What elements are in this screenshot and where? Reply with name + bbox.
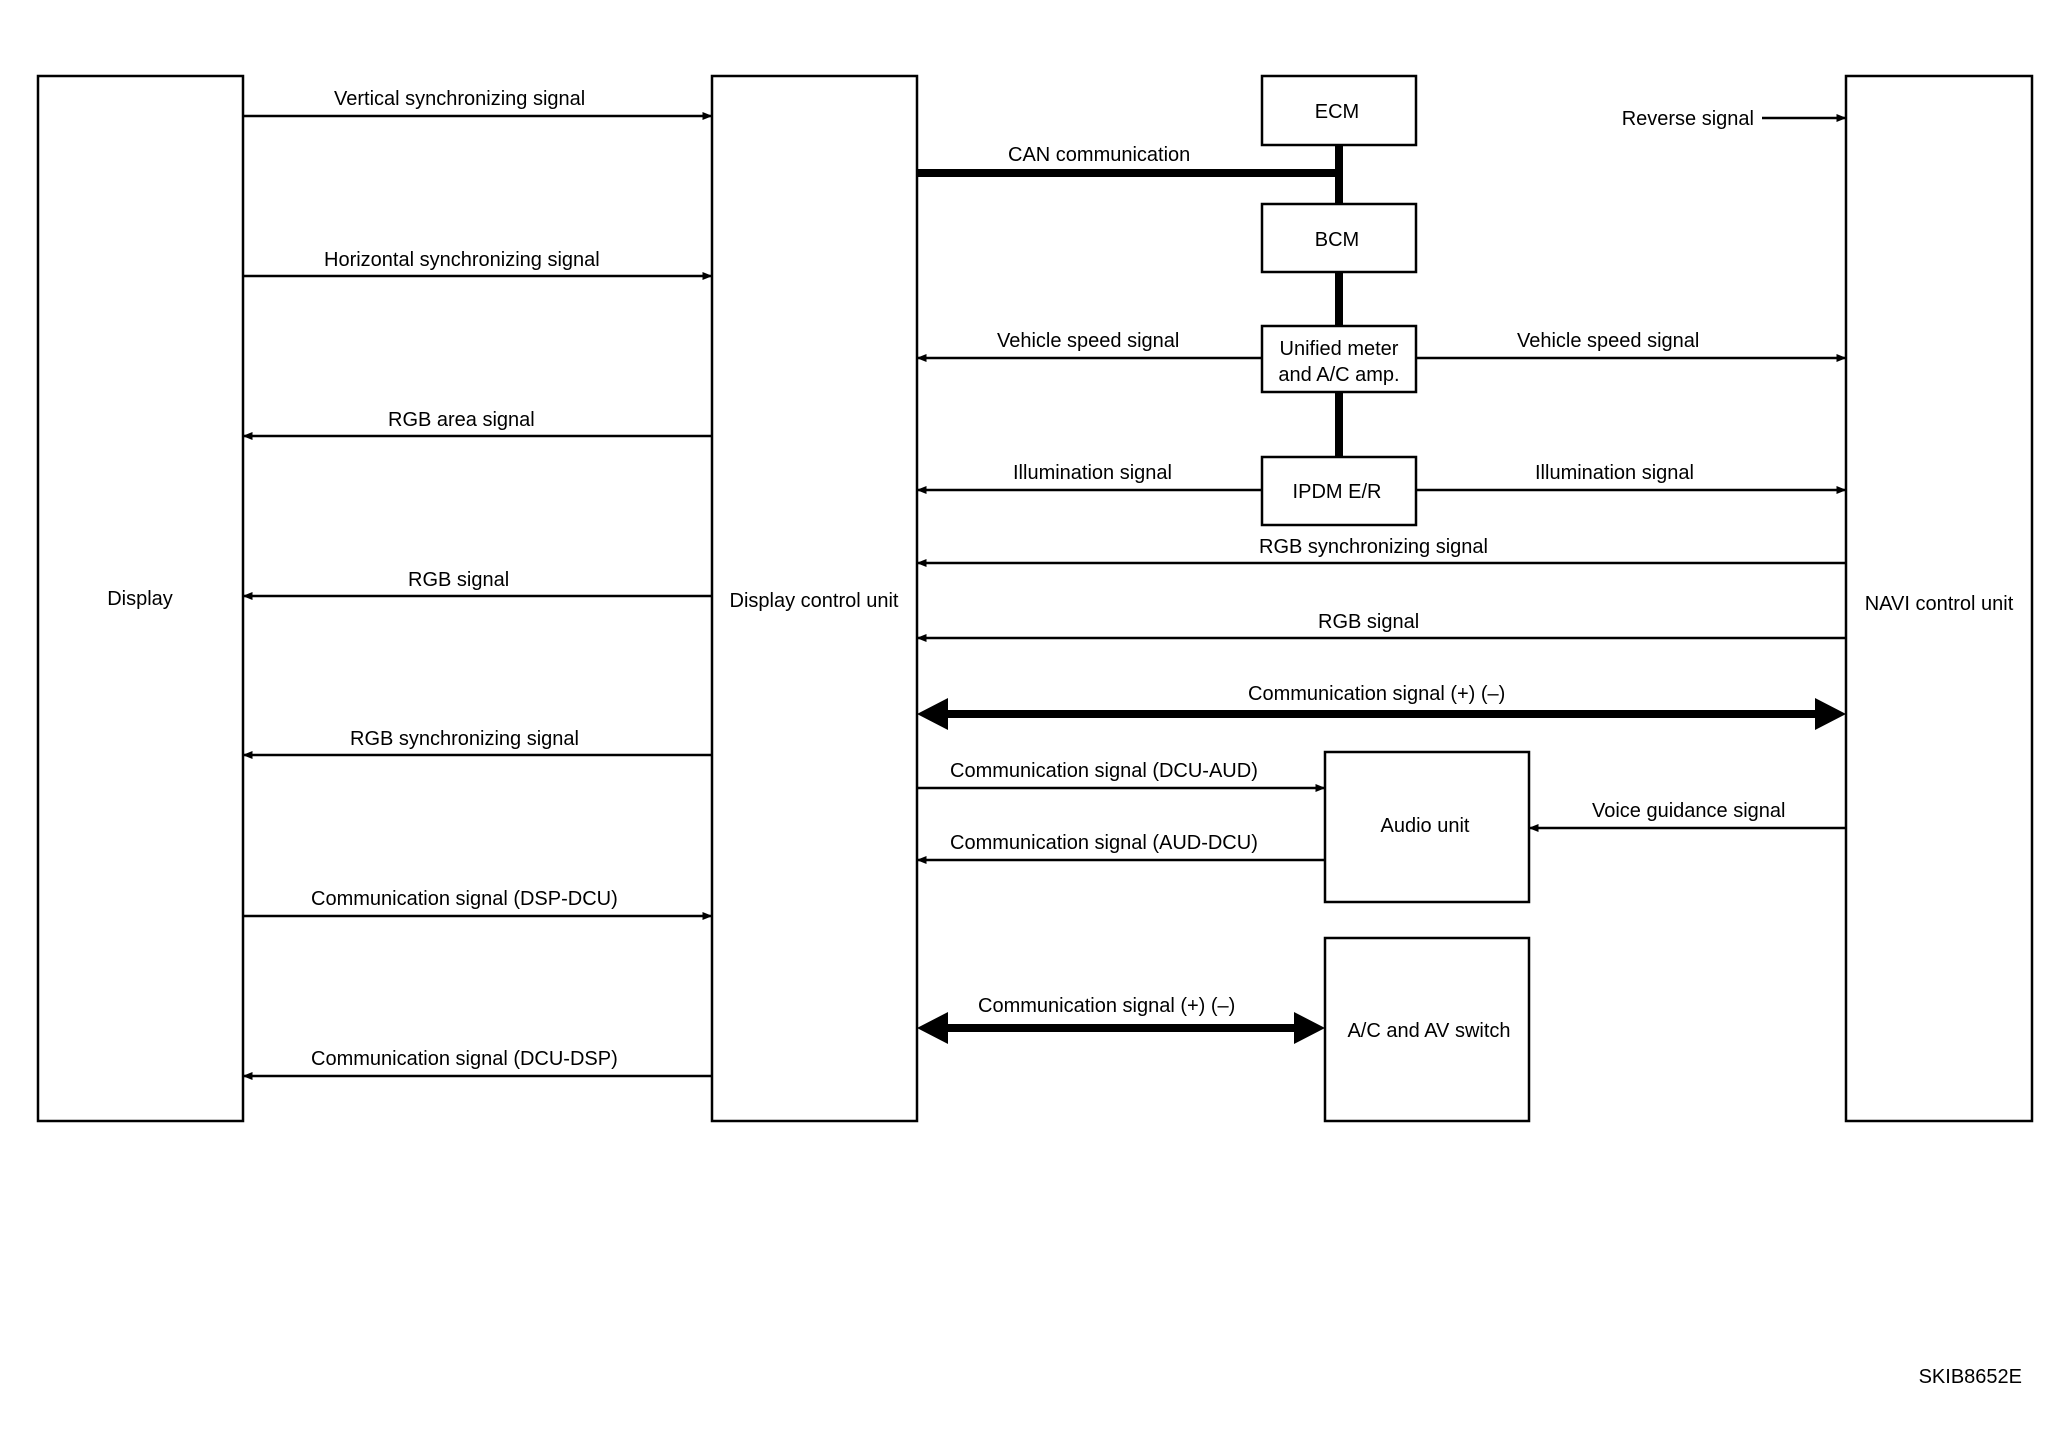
voice-guidance-signal: Voice guidance signal [1528,800,1846,832]
reverse-signal-label: Reverse signal [1622,108,1754,130]
ipdm-er-label: IPDM E/R [1293,481,1382,503]
illumination-signal-left: Illumination signal [916,462,1262,494]
display-control-unit-block: Display control unit [710,74,919,1123]
communication-signal-navi: Communication signal (+) (–) [917,683,1846,730]
display-block: Display [36,74,245,1123]
rgb-signal-left: RGB signal [242,569,712,600]
unified-meter-block: Unified meter and A/C amp. [1260,324,1418,394]
communication-signal-switch: Communication signal (+) (–) [917,995,1325,1044]
rgb-signal-left-label: RGB signal [408,569,509,591]
comm-dcu-aud-label: Communication signal (DCU-AUD) [950,760,1258,782]
unified-meter-label-line2: and A/C amp. [1278,364,1399,386]
rgb-area-signal: RGB area signal [242,409,712,440]
vehicle-speed-signal-right: Vehicle speed signal [1416,330,1847,362]
ac-av-switch-label: A/C and AV switch [1347,1020,1510,1042]
ac-av-switch-block: A/C and AV switch [1323,936,1531,1123]
navi-control-unit-block: NAVI control unit [1844,74,2034,1123]
reverse-signal: Reverse signal [1622,108,1847,130]
communication-switch-label: Communication signal (+) (–) [978,995,1235,1017]
vehicle-speed-left-label: Vehicle speed signal [997,330,1179,352]
audio-unit-block: Audio unit [1323,750,1531,904]
comm-dcu-dsp-label: Communication signal (DCU-DSP) [311,1048,618,1070]
voice-guidance-label: Voice guidance signal [1592,800,1785,822]
comm-aud-dcu-signal: Communication signal (AUD-DCU) [916,832,1325,864]
ecm-label: ECM [1315,101,1359,123]
bcm-label: BCM [1315,229,1359,251]
communication-navi-label: Communication signal (+) (–) [1248,683,1505,705]
rgb-sync-right-label: RGB synchronizing signal [1259,536,1488,558]
can-bus: CAN communication [917,144,1343,457]
rgb-sync-signal-right: RGB synchronizing signal [916,536,1846,567]
unified-meter-label-line1: Unified meter [1280,338,1399,360]
illumination-signal-right: Illumination signal [1416,462,1847,494]
horizontal-sync-label: Horizontal synchronizing signal [324,249,600,271]
bcm-block: BCM [1260,202,1418,274]
display-control-unit-label: Display control unit [730,590,899,612]
vehicle-speed-signal-left: Vehicle speed signal [916,330,1262,362]
illumination-left-label: Illumination signal [1013,462,1172,484]
illumination-right-label: Illumination signal [1535,462,1694,484]
ipdm-er-block: IPDM E/R [1260,455,1418,527]
vertical-sync-label: Vertical synchronizing signal [334,88,585,110]
rgb-sync-left-label: RGB synchronizing signal [350,728,579,750]
comm-aud-dcu-label: Communication signal (AUD-DCU) [950,832,1258,854]
rgb-signal-right-label: RGB signal [1318,611,1419,633]
comm-dcu-dsp-signal: Communication signal (DCU-DSP) [242,1048,712,1080]
rgb-sync-signal-left: RGB synchronizing signal [242,728,712,759]
horizontal-sync-signal: Horizontal synchronizing signal [243,249,713,280]
figure-code: SKIB8652E [1919,1366,2022,1388]
display-label: Display [107,588,173,610]
rgb-area-label: RGB area signal [388,409,535,431]
comm-dsp-dcu-signal: Communication signal (DSP-DCU) [243,888,713,920]
navi-control-unit-label: NAVI control unit [1865,593,2014,615]
comm-dcu-aud-signal: Communication signal (DCU-AUD) [917,760,1326,792]
rgb-signal-right: RGB signal [916,611,1846,642]
audio-unit-label: Audio unit [1381,815,1470,837]
ecm-block: ECM [1260,74,1418,147]
can-communication-label: CAN communication [1008,144,1190,166]
vehicle-speed-right-label: Vehicle speed signal [1517,330,1699,352]
vertical-sync-signal: Vertical synchronizing signal [243,88,713,120]
comm-dsp-dcu-label: Communication signal (DSP-DCU) [311,888,618,910]
